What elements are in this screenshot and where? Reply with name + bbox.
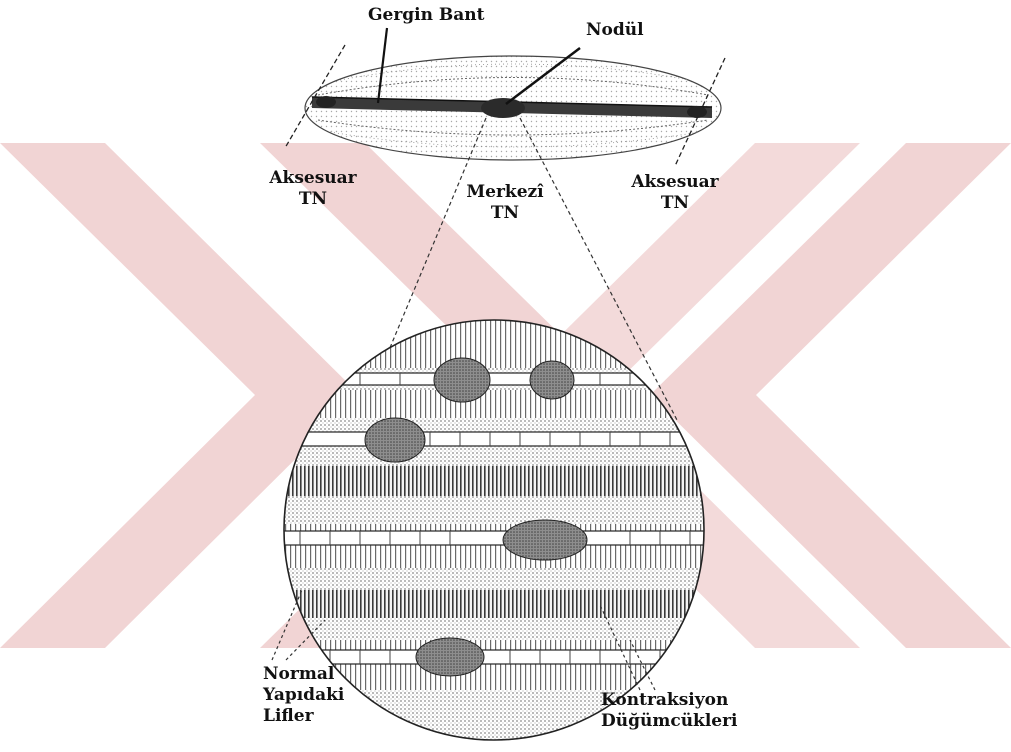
label-accessory-right-line1: Aksesuar xyxy=(620,172,730,193)
contraction-knot xyxy=(503,520,587,560)
label-normal-fibers-line1: Normal xyxy=(263,664,344,685)
label-accessory-left-line1: Aksesuar xyxy=(258,168,368,189)
contraction-knot xyxy=(365,418,425,462)
contraction-knot xyxy=(416,638,484,676)
label-normal-fibers-line2: Yapıdaki xyxy=(263,685,344,706)
label-normal-fibers: Normal Yapıdaki Lifler xyxy=(263,664,344,727)
label-accessory-left-line2: TN xyxy=(258,189,368,210)
label-taut-band: Gergin Bant xyxy=(368,5,485,26)
label-nodule: Nodül xyxy=(586,20,644,41)
label-central-line1: Merkezî xyxy=(450,182,560,203)
label-accessory-right: Aksesuar TN xyxy=(620,172,730,214)
label-accessory-left: Aksesuar TN xyxy=(258,168,368,210)
contraction-knot xyxy=(434,358,490,402)
label-contraction-knots: Kontraksiyon Düğümcükleri xyxy=(601,690,738,732)
accessory-nodule-left xyxy=(316,96,336,108)
central-nodule xyxy=(481,98,525,118)
accessory-nodule-right xyxy=(687,106,707,118)
label-central-line2: TN xyxy=(450,203,560,224)
label-accessory-right-line2: TN xyxy=(620,193,730,214)
contraction-knot xyxy=(530,361,574,399)
label-normal-fibers-line3: Lifler xyxy=(263,706,344,727)
magnified-fibers xyxy=(280,320,710,740)
label-contraction-knots-line2: Düğümcükleri xyxy=(601,711,738,732)
label-contraction-knots-line1: Kontraksiyon xyxy=(601,690,738,711)
label-central: Merkezî TN xyxy=(450,182,560,224)
